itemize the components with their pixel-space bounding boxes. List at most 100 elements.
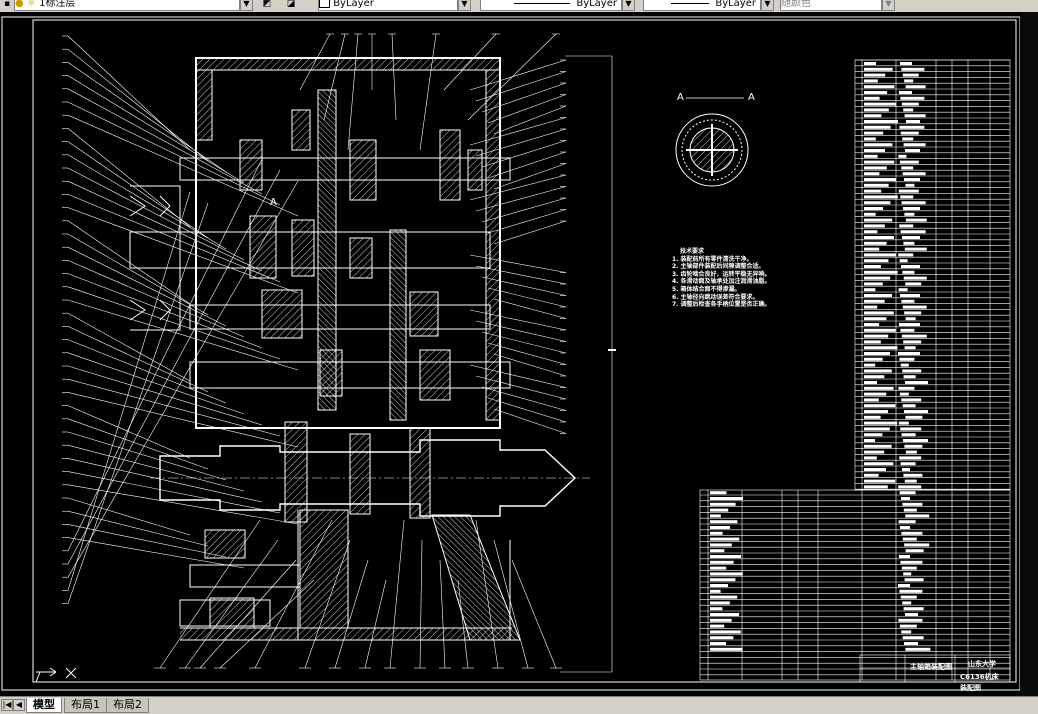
table-cell-entry: [864, 363, 876, 367]
tech-line: 6. 主轴径向跳动误差符合要求。: [672, 293, 759, 301]
hatch-housing-right: [486, 70, 500, 420]
table-cell-entry: [864, 334, 889, 338]
gear-i: [261, 289, 303, 339]
leader-line: [419, 33, 437, 151]
table-cell-entry: [902, 468, 910, 471]
table-cell-entry: [903, 508, 917, 512]
hatch-support: [431, 514, 521, 641]
table-cell-entry: [710, 497, 743, 500]
drawing-canvas[interactable]: A A A 技术要求 1. 装配前所有零件清洗干净。 2. 主轴部件装配后间隙调…: [0, 12, 1038, 696]
table-cell-entry: [864, 62, 876, 65]
layer-previous-icon[interactable]: ◪: [284, 0, 298, 11]
leader-line: [67, 484, 299, 525]
table-cell-entry: [904, 114, 926, 118]
leader-line: [439, 559, 446, 669]
table-cell-entry: [710, 520, 738, 524]
layer-dropdown-arrow[interactable]: ▼: [240, 0, 253, 11]
table-cell-entry: [864, 67, 893, 71]
leader-line: [487, 151, 567, 179]
plotstyle-dropdown[interactable]: 随颜色: [780, 0, 882, 11]
table-cell-entry: [864, 299, 885, 303]
table-cell-entry: [710, 607, 723, 611]
hatch-housing-top: [196, 58, 500, 70]
linetype-dropdown[interactable]: ByLayer: [480, 0, 622, 11]
lineweight-dropdown-arrow[interactable]: ▼: [761, 0, 774, 11]
table-cell-entry: [903, 473, 923, 477]
table-cell-entry: [900, 96, 925, 100]
leader-line: [67, 220, 191, 305]
table-cell-entry: [899, 491, 916, 495]
table-cell-entry: [864, 125, 891, 129]
layer-state-icon[interactable]: ▪: [0, 0, 14, 11]
table-cell-entry: [901, 299, 915, 303]
leader-line: [475, 128, 567, 157]
table-cell-entry: [904, 79, 914, 83]
table-cell-entry: [900, 427, 922, 431]
leader-line: [487, 342, 567, 365]
table-cell-entry: [905, 85, 926, 89]
gear-p: [204, 529, 246, 559]
table-cell-entry: [899, 259, 908, 263]
school-name: 山东大学: [968, 660, 996, 668]
shaft-1: [179, 157, 511, 181]
leader-line: [67, 169, 281, 565]
tab-layout2[interactable]: 布局2: [106, 698, 149, 713]
leader-line: [323, 33, 346, 121]
tab-nav-prev-button[interactable]: ◀: [13, 699, 25, 711]
table-cell-entry: [898, 421, 909, 425]
table-cell-entry: [904, 578, 924, 582]
leader-line: [67, 497, 191, 536]
table-cell-entry: [710, 624, 725, 628]
table-cell-entry: [904, 642, 918, 645]
tab-model[interactable]: 模型: [26, 698, 62, 713]
leader-line: [219, 579, 315, 669]
table-cell-entry: [902, 172, 926, 176]
table-cell-entry: [901, 630, 912, 634]
linetype-dropdown-arrow[interactable]: ▼: [622, 0, 635, 11]
leader-line: [493, 298, 567, 319]
table-cell-entry: [710, 560, 734, 564]
make-object-layer-current-icon[interactable]: ◩: [260, 0, 274, 11]
leader-line: [67, 312, 191, 382]
leader-line: [67, 101, 281, 206]
table-cell-entry: [900, 62, 912, 65]
table-cell-entry: [904, 212, 915, 216]
leader-line: [481, 197, 567, 223]
table-cell-entry: [864, 79, 878, 83]
color-dropdown-arrow[interactable]: ▼: [458, 0, 471, 11]
leader-line: [469, 254, 567, 273]
plotstyle-dropdown-arrow[interactable]: ▼: [882, 0, 895, 11]
drawing-number: 装配图: [960, 684, 981, 692]
gear-q: [209, 597, 255, 629]
tab-layout1[interactable]: 布局1: [64, 698, 107, 713]
table-cell-entry: [900, 195, 914, 199]
table-cell-entry: [902, 502, 923, 506]
table-cell-entry: [903, 241, 915, 245]
lineweight-dropdown[interactable]: ByLayer: [643, 0, 761, 11]
leader-line: [469, 364, 567, 388]
layer-dropdown[interactable]: ● ☼ 1标注层: [14, 0, 240, 11]
table-cell-entry: [864, 317, 887, 321]
tab-nav-first-button[interactable]: |◀: [1, 699, 13, 711]
table-cell-entry: [902, 537, 917, 541]
table-cell-entry: [900, 526, 910, 529]
tech-line: 3. 齿轮啮合良好，运转平稳无异响。: [672, 270, 771, 278]
leader-line: [469, 59, 567, 91]
table-cell-entry: [905, 282, 922, 286]
table-cell-entry: [710, 578, 736, 582]
housing-outline: [195, 57, 501, 429]
table-cell-entry: [864, 392, 887, 396]
vertical-scrollbar[interactable]: [1020, 12, 1038, 696]
leader-line: [67, 510, 209, 547]
leader-line: [67, 326, 209, 393]
leader-line: [67, 273, 263, 349]
leader-line: [347, 33, 359, 151]
table-cell-entry: [904, 346, 916, 350]
section-cross: [686, 124, 738, 176]
gear-o: [284, 421, 308, 523]
tech-line: 5. 箱体结合面不得渗漏。: [672, 285, 741, 293]
drawing-name: 主轴箱装配图: [910, 663, 952, 671]
table-cell-entry: [710, 601, 730, 605]
color-dropdown[interactable]: ByLayer: [318, 0, 458, 11]
table-cell-entry: [901, 334, 927, 338]
